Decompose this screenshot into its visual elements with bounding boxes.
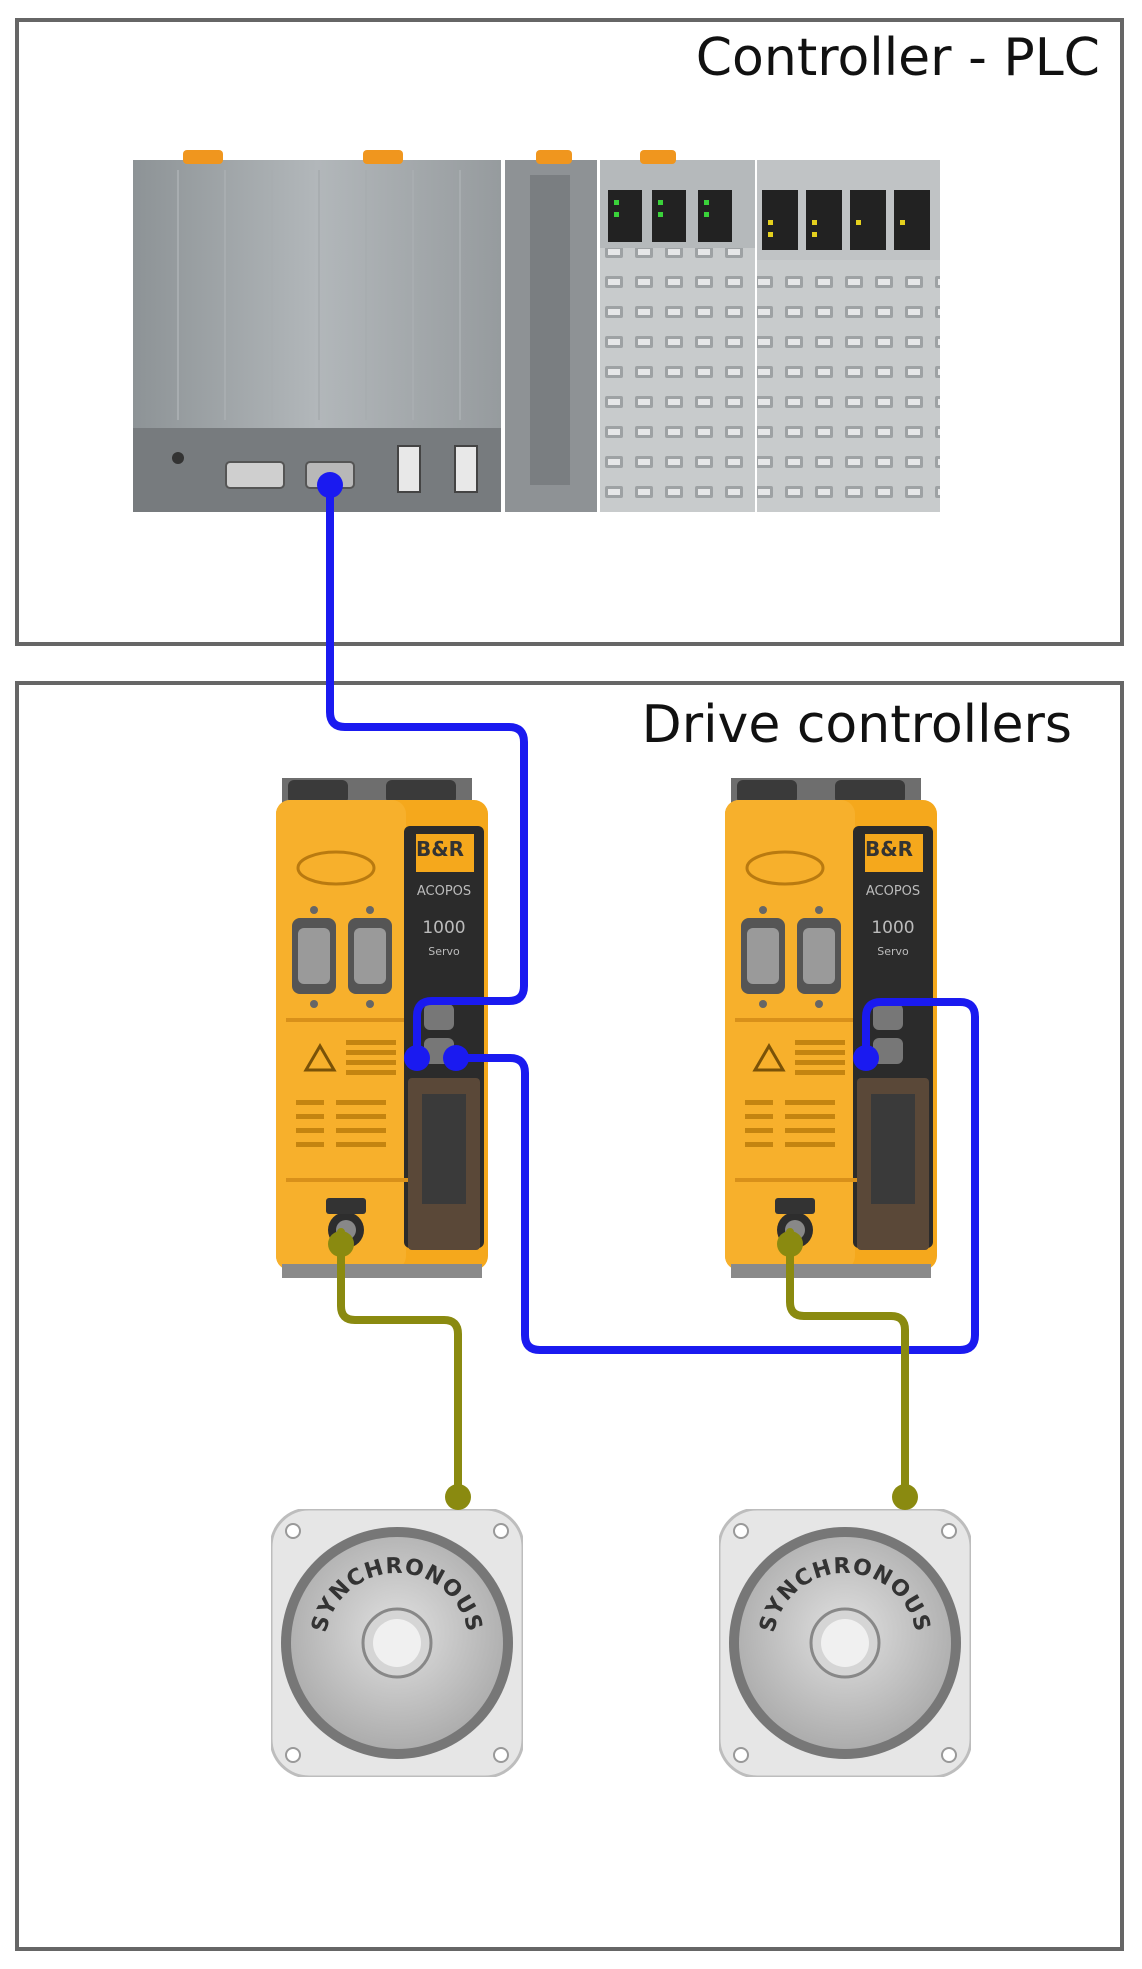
drives-section-title: Drive controllers bbox=[641, 695, 1072, 755]
motor-cable-right bbox=[786, 1228, 909, 1497]
drive-subtitle-right: Servo bbox=[877, 945, 909, 958]
connector-drive-right-motor bbox=[777, 1231, 803, 1257]
connector-motor-left bbox=[445, 1484, 471, 1510]
ethernet-cable-drive-left-to-drive-right bbox=[452, 998, 979, 1354]
drive-model-left: 1000 bbox=[422, 918, 465, 938]
connector-plc-ethernet bbox=[317, 472, 343, 498]
synchronous-motor-left bbox=[271, 1509, 523, 1777]
connector-drive-left-motor bbox=[328, 1231, 354, 1257]
connector-drive-left-port-1 bbox=[404, 1045, 430, 1071]
drive-name-left: ACOPOS bbox=[417, 884, 471, 899]
drive-left-captions: B&R ACOPOS 1000 Servo bbox=[416, 837, 471, 958]
drive-model-right: 1000 bbox=[871, 918, 914, 938]
drive-right-captions: B&R ACOPOS 1000 Servo bbox=[865, 837, 920, 958]
controller-section-title: Controller - PLC bbox=[695, 28, 1100, 88]
plc-controller bbox=[133, 150, 940, 512]
connector-drive-left-port-2 bbox=[443, 1045, 469, 1071]
drive-name-right: ACOPOS bbox=[866, 884, 920, 899]
drive-subtitle-left: Servo bbox=[428, 945, 460, 958]
drive-brand-left: B&R bbox=[416, 837, 464, 861]
connector-motor-right bbox=[892, 1484, 918, 1510]
connector-drive-right-port bbox=[853, 1045, 879, 1071]
synchronous-motor-right bbox=[719, 1509, 971, 1777]
ethernet-cable-plc-to-drive-left bbox=[326, 481, 528, 1060]
drive-brand-right: B&R bbox=[865, 837, 913, 861]
motor-cable-left bbox=[337, 1228, 462, 1497]
